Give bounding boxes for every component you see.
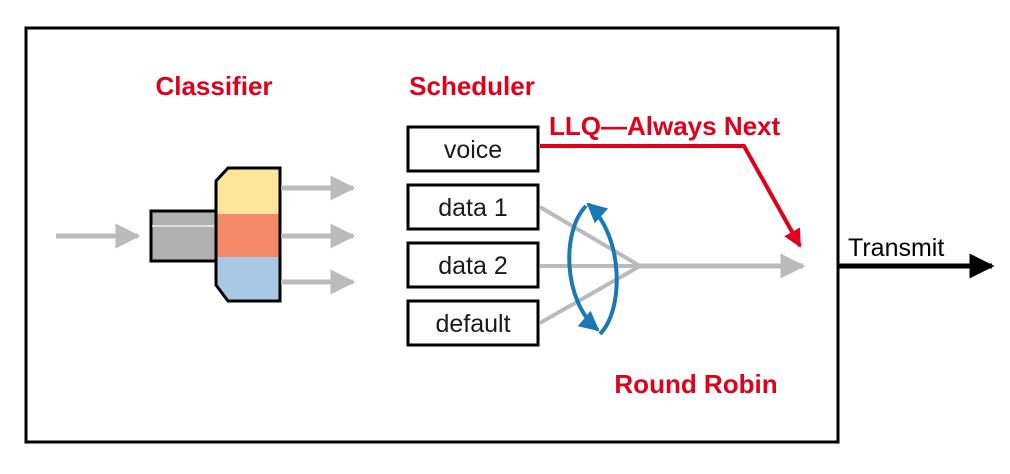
classifier-shape bbox=[149, 166, 282, 303]
queue-data-2: data 2 bbox=[406, 241, 540, 289]
round-robin-lines bbox=[538, 205, 642, 325]
queue-voice: voice bbox=[406, 125, 540, 173]
queue-default-label: default bbox=[435, 310, 510, 338]
transmit-label: Transmit bbox=[848, 234, 944, 262]
queue-data-1: data 1 bbox=[406, 183, 540, 231]
queue-data-1-label: data 1 bbox=[438, 194, 508, 222]
queue-voice-label: voice bbox=[444, 136, 502, 164]
llq-path-arrow bbox=[540, 144, 802, 248]
scheduler-label: Scheduler bbox=[409, 71, 535, 101]
round-robin-label: Round Robin bbox=[614, 369, 777, 399]
classifier-label: Classifier bbox=[155, 71, 272, 101]
queue-default: default bbox=[406, 299, 540, 347]
llq-label: LLQ—Always Next bbox=[549, 111, 781, 141]
queue-data-2-label: data 2 bbox=[438, 252, 508, 280]
round-robin-cycle-icon bbox=[567, 202, 619, 336]
